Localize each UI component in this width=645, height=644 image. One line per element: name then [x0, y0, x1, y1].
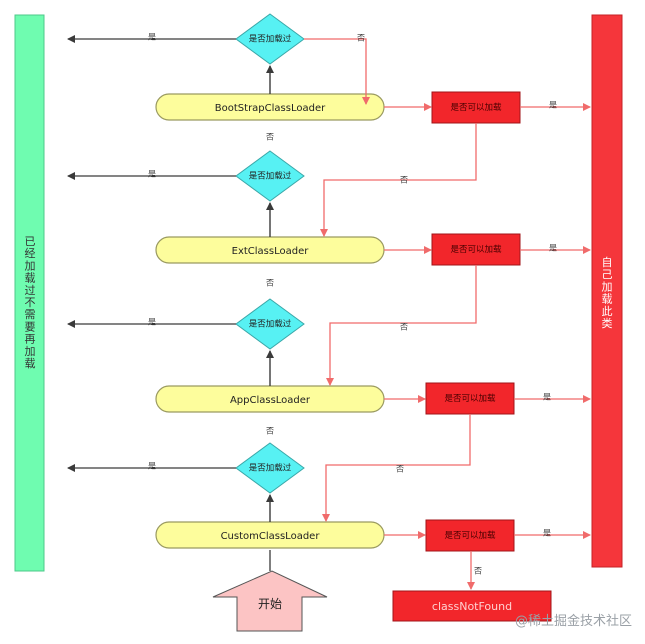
loader-2: ExtClassLoader: [155, 236, 385, 264]
can-load-box-3: 是否可以加载: [425, 382, 515, 415]
yes-label: 是: [148, 462, 156, 471]
loader-label: CustomClassLoader: [221, 531, 321, 542]
loader-label: BootStrapClassLoader: [215, 103, 326, 114]
loader-label: ExtClassLoader: [232, 246, 310, 257]
arrow-cannot-load-delegate-down: [322, 414, 471, 522]
start-arrow: 开始: [212, 570, 328, 632]
no-label: 否: [266, 133, 274, 142]
no-label: 否: [266, 279, 274, 288]
no-label: 否: [474, 567, 482, 576]
loader-3: AppClassLoader: [155, 385, 385, 413]
no-label: 否: [266, 427, 274, 436]
self-load-label: 自己加载此类: [602, 256, 613, 330]
already-loaded-check-3: 是否加载过: [235, 298, 305, 350]
yes-label: 是: [148, 318, 156, 327]
yes-label: 是: [543, 393, 551, 402]
check-label: 是否加载过: [249, 34, 292, 45]
already-loaded-check-1: 是否加载过: [235, 13, 305, 65]
already-loaded-check-4: 是否加载过: [235, 442, 305, 494]
can-load-box-1: 是否可以加载: [431, 91, 521, 124]
watermark: @稀土掘金技术社区: [515, 613, 632, 629]
can-load-box-4: 是否可以加载: [425, 519, 515, 552]
start-label: 开始: [258, 597, 282, 611]
check-diamond: [235, 150, 305, 202]
can-load-rect: [425, 382, 515, 415]
no-label: 否: [400, 176, 408, 185]
already-loaded-check-2: 是否加载过: [235, 150, 305, 202]
yes-label: 是: [148, 170, 156, 179]
already-loaded-label: 已经加载过不需要再加载: [25, 235, 36, 370]
no-label: 否: [396, 465, 404, 474]
class-not-found-box: classNotFound: [392, 590, 552, 622]
loader-4: CustomClassLoader: [155, 521, 385, 549]
check-diamond: [235, 298, 305, 350]
loader-label: AppClassLoader: [230, 395, 311, 406]
can-load-box-2: 是否可以加载: [431, 233, 521, 266]
yes-label: 是: [549, 101, 557, 110]
check-diamond: [235, 442, 305, 494]
can-load-label: 是否可以加载: [444, 530, 496, 541]
no-label: 否: [400, 323, 408, 332]
already-loaded-bar: 已经加载过不需要再加载: [14, 14, 45, 572]
yes-label: 是: [549, 244, 557, 253]
yes-label: 是: [543, 529, 551, 538]
can-load-rect: [425, 519, 515, 552]
can-load-label: 是否可以加载: [450, 244, 502, 255]
class-not-found-label: classNotFound: [432, 600, 512, 613]
loader-1: BootStrapClassLoader: [155, 93, 385, 121]
can-load-label: 是否可以加载: [444, 393, 496, 404]
check-label: 是否加载过: [249, 171, 292, 182]
check-label: 是否加载过: [249, 319, 292, 330]
can-load-label: 是否可以加载: [450, 102, 502, 113]
self-load-bar: 自己加载此类: [591, 14, 623, 568]
arrow-cannot-load-delegate-down: [320, 123, 477, 237]
no-label: 否: [357, 34, 365, 43]
yes-label: 是: [148, 33, 156, 42]
arrow-cannot-load-delegate-down: [326, 265, 477, 386]
arrow-top-not-loaded: [304, 38, 370, 105]
check-diamond: [235, 13, 305, 65]
check-label: 是否加载过: [249, 463, 292, 474]
